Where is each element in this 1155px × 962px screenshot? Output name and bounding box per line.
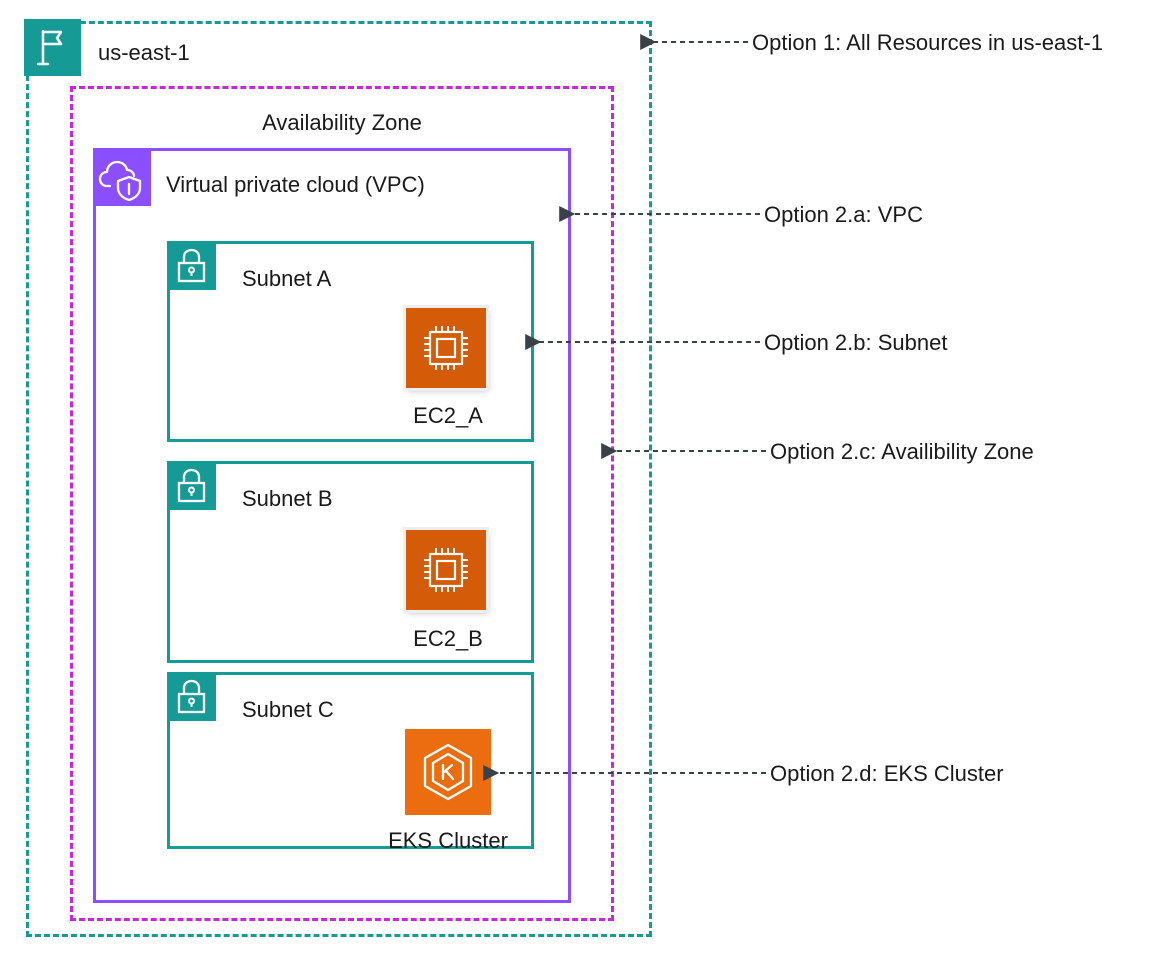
ec2-b-label: EC2_B <box>413 626 483 651</box>
kubernetes-icon <box>423 743 473 801</box>
subnet-a-badge <box>167 241 216 290</box>
cloud-shield-icon <box>98 160 142 202</box>
lock-icon <box>177 679 206 714</box>
region-boundary <box>26 21 652 937</box>
eks-cluster-label: EKS Cluster <box>388 828 508 853</box>
option-2d-label: Option 2.d: EKS Cluster <box>770 761 1004 786</box>
availability-zone-boundary <box>70 86 614 921</box>
vpc-badge <box>93 148 151 206</box>
subnet-c-badge <box>167 672 216 721</box>
subnet-a-label: Subnet A <box>242 266 332 291</box>
chip-icon <box>424 326 468 370</box>
ec2-b-instance[interactable] <box>406 530 486 610</box>
region-flag-badge <box>24 19 81 76</box>
eks-cluster[interactable] <box>405 729 491 815</box>
option-2b-label: Option 2.b: Subnet <box>764 330 948 355</box>
subnet-c-box <box>167 672 534 849</box>
option-2a-label: Option 2.a: VPC <box>764 202 923 227</box>
availability-zone-label: Availability Zone <box>262 110 422 135</box>
ec2-a-label: EC2_A <box>413 403 483 428</box>
lock-icon <box>177 468 206 503</box>
subnet-b-box <box>167 461 534 663</box>
chip-icon <box>424 548 468 592</box>
ec2-a-instance[interactable] <box>406 308 486 388</box>
lock-icon <box>177 248 206 283</box>
vpc-boundary <box>93 148 571 903</box>
vpc-label: Virtual private cloud (VPC) <box>166 172 425 197</box>
option-2c-label: Option 2.c: Availibility Zone <box>770 439 1034 464</box>
flag-icon <box>36 29 63 66</box>
option-1-label: Option 1: All Resources in us-east-1 <box>752 30 1103 55</box>
region-label: us-east-1 <box>98 40 190 65</box>
subnet-b-badge <box>167 461 216 510</box>
subnet-c-label: Subnet C <box>242 697 334 722</box>
subnet-b-label: Subnet B <box>242 486 333 511</box>
